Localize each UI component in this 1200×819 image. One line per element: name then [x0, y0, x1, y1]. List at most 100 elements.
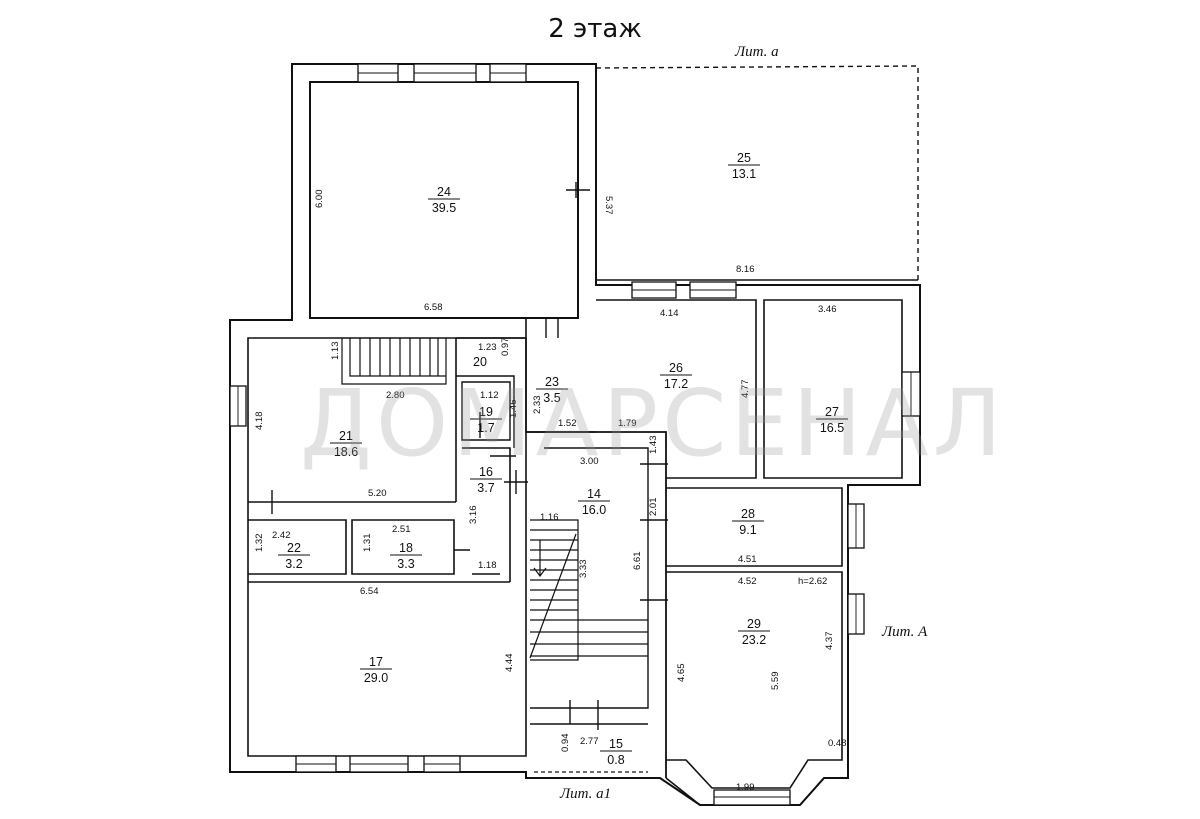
room-number: 26 [669, 361, 683, 375]
room-number: 25 [737, 151, 751, 165]
annex-dashed-outline [595, 65, 919, 280]
room-number: 16 [479, 465, 493, 479]
label-lit-A: Лит. А [881, 624, 928, 640]
room-number: 27 [825, 405, 839, 419]
dimension-label: 1.16 [540, 512, 559, 523]
room-24: 24 39.5 [428, 185, 460, 215]
room-number: 29 [747, 617, 761, 631]
dimension-label: 1.43 [648, 436, 659, 455]
room-number: 24 [437, 185, 451, 199]
windows [229, 63, 921, 806]
dimension-label: 4.18 [254, 412, 265, 431]
dimension-label: 3.16 [468, 506, 479, 525]
room-20: 20 [473, 355, 487, 369]
dimension-label: 4.37 [824, 632, 835, 651]
room-19: 191.7 [470, 405, 502, 435]
dimension-label: 2.51 [392, 524, 411, 535]
dimension-label: 1.31 [362, 534, 373, 553]
dimension-label: 1.23 [478, 342, 497, 353]
dimension-label: 5.59 [770, 672, 781, 691]
wall-29 [666, 571, 843, 789]
inner-wall [309, 81, 579, 319]
room-area: 16.5 [820, 421, 844, 435]
door-marks [271, 182, 668, 730]
dimension-label: 6.54 [360, 586, 379, 597]
room-area: 3.3 [397, 557, 414, 571]
dimension-label: 5.37 [603, 196, 614, 215]
wall-14-inner [530, 447, 649, 709]
label-lit-a1: Лит. а1 [559, 786, 611, 802]
room-number: 21 [339, 429, 353, 443]
room-18: 183.3 [390, 541, 422, 571]
room-number: 20 [473, 355, 487, 369]
room-area: 17.2 [664, 377, 688, 391]
room-number: 17 [369, 655, 383, 669]
room-number: 22 [287, 541, 301, 555]
dimension-label: 6.00 [314, 190, 325, 209]
room-number: 28 [741, 507, 755, 521]
room-number: 19 [479, 405, 493, 419]
dimension-label: 1.18 [478, 560, 497, 571]
left-wing-inner [247, 337, 527, 757]
room-16: 163.7 [470, 465, 502, 495]
dimension-label: 1.52 [558, 418, 577, 429]
room-26: 26 17.2 [660, 361, 692, 391]
dimension-label: 1.46 [508, 400, 519, 419]
dimension-label: 3.33 [578, 560, 589, 579]
room-number: 23 [545, 375, 559, 389]
height-note: h=2.62 [798, 576, 827, 587]
room-number: 15 [609, 737, 623, 751]
dimension-label: 6.61 [632, 552, 643, 571]
wall-27 [763, 299, 903, 479]
dimension-label: 4.14 [660, 308, 679, 319]
room-21: 21 18.6 [330, 429, 362, 459]
room-28: 289.1 [732, 507, 764, 537]
room-area: 1.7 [477, 421, 494, 435]
stair-14 [529, 519, 648, 661]
room-number: 14 [587, 487, 601, 501]
dimension-label: 1.99 [736, 782, 755, 793]
dimension-label: 2.77 [580, 736, 599, 747]
dimension-label: 2.42 [272, 530, 291, 541]
dimension-label: 1.12 [480, 390, 499, 401]
room-27: 27 16.5 [816, 405, 848, 435]
room-area: 18.6 [334, 445, 358, 459]
room-area: 29.0 [364, 671, 388, 685]
room-23: 233.5 [536, 375, 568, 405]
dimension-label: 4.52 [738, 576, 757, 587]
wall-18 [351, 519, 455, 575]
dimension-label: 8.16 [736, 264, 755, 275]
room-area: 13.1 [732, 167, 756, 181]
dimension-label: 5.20 [368, 488, 387, 499]
wall-16 [462, 447, 511, 582]
dimension-label: 3.00 [580, 456, 599, 467]
room-area: 16.0 [582, 503, 606, 517]
room-area: 3.5 [543, 391, 560, 405]
room-25: 25 13.1 [728, 151, 760, 181]
label-lit-a: Лит. а [734, 44, 779, 60]
room-14: 14 16.0 [578, 487, 610, 517]
room-15: 150.8 [600, 737, 632, 767]
outer-wall [229, 63, 921, 806]
dimension-labels: 6.006.585.378.164.144.773.461.132.804.18… [254, 190, 847, 794]
wall-28 [666, 487, 843, 567]
dimension-label: 4.65 [676, 664, 687, 683]
room-area: 39.5 [432, 201, 456, 215]
dimension-label: 1.32 [254, 534, 265, 553]
room-area: 0.8 [607, 753, 624, 767]
dimension-label: 0.94 [560, 734, 571, 753]
dimension-label: 1.79 [618, 418, 637, 429]
dimension-label: 4.51 [738, 554, 757, 565]
room-area: 23.2 [742, 633, 766, 647]
room-labels: 2439.52513.12617.22716.52118.620191.7233… [278, 151, 848, 767]
dimension-label: 4.77 [740, 380, 751, 399]
wall-26 [596, 299, 757, 479]
dimension-label: 2.80 [386, 390, 405, 401]
dimension-label: 6.58 [424, 302, 443, 313]
wall-20 [456, 337, 526, 448]
dimension-label: 4.44 [504, 654, 515, 673]
dimension-label: 1.13 [330, 342, 341, 361]
room-area: 3.2 [285, 557, 302, 571]
room-17: 17 29.0 [360, 655, 392, 685]
